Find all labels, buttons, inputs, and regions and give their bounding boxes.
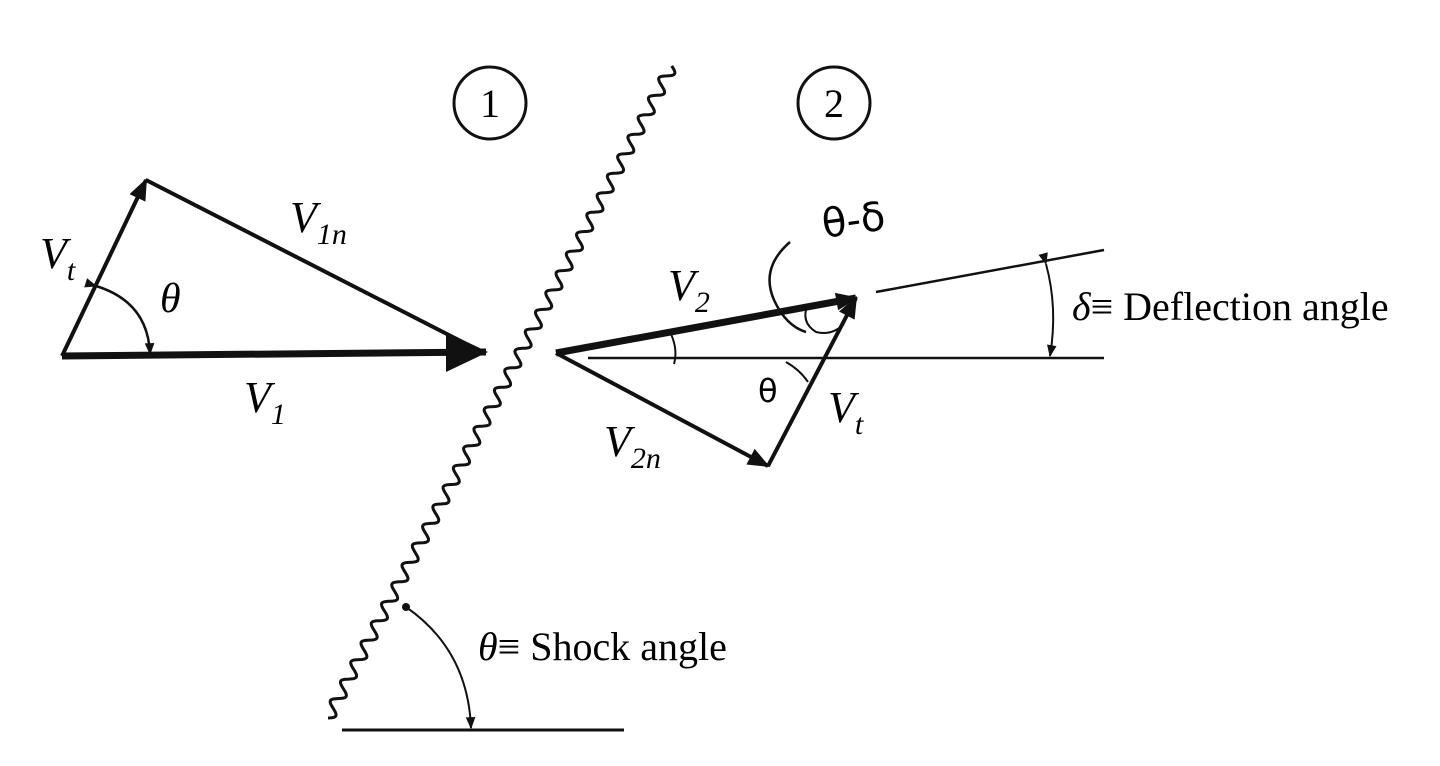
theta-minus-delta-arc bbox=[768, 241, 807, 334]
region-2-label: 2 bbox=[824, 81, 844, 126]
label-theta-minus-delta: θ-δ bbox=[819, 194, 888, 248]
vector-vt-right bbox=[766, 296, 858, 467]
region-1-marker: 1 bbox=[452, 65, 528, 141]
label-v1n: V1n bbox=[290, 193, 347, 251]
label-theta-right: θ bbox=[758, 372, 778, 410]
angle-theta-arc-left bbox=[84, 278, 155, 356]
label-vt-left: Vt bbox=[40, 229, 76, 287]
shock-angle-dot bbox=[402, 603, 410, 611]
vector-v2n bbox=[555, 351, 770, 468]
label-theta-left: θ bbox=[160, 276, 181, 322]
shock-wave bbox=[327, 65, 677, 720]
shock-angle-arc bbox=[405, 606, 476, 730]
angle-delta-small-arc bbox=[670, 333, 677, 365]
vector-v1-arrowhead bbox=[446, 332, 488, 372]
theta-minus-delta-inner-arc bbox=[804, 303, 845, 334]
shock-angle-annotation: θ≡ Shock angle bbox=[478, 624, 727, 669]
deflection-angle-arc bbox=[1038, 252, 1057, 358]
vector-v1 bbox=[61, 348, 487, 360]
deflection-angle-annotation: δ≡ Deflection angle bbox=[1072, 284, 1389, 329]
vector-v1n bbox=[145, 178, 483, 354]
region-1-label: 1 bbox=[480, 81, 500, 126]
label-v2n: V2n bbox=[604, 417, 661, 475]
vector-vt-left bbox=[60, 178, 148, 357]
deflection-wall-line bbox=[875, 248, 1105, 294]
label-vt-right: Vt bbox=[828, 383, 864, 441]
label-v1: V1 bbox=[244, 373, 286, 431]
theta-right-arc bbox=[785, 361, 809, 383]
region-2-marker: 2 bbox=[796, 65, 872, 141]
label-v2: V2 bbox=[668, 261, 710, 319]
